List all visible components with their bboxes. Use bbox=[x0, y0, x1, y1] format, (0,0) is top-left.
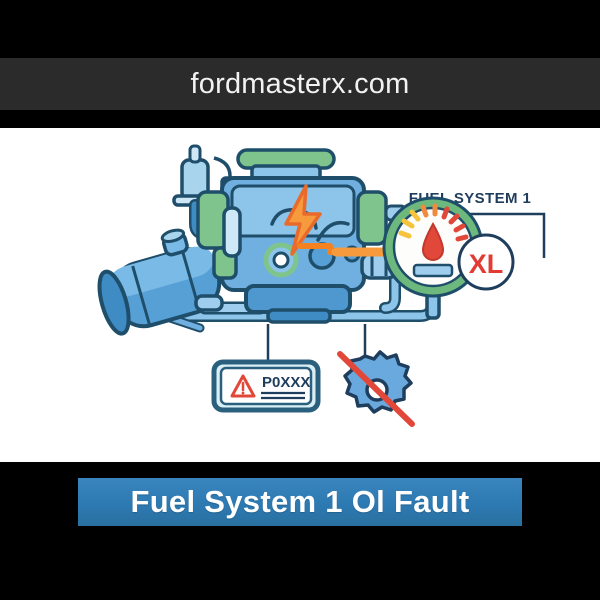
fault-title-text: Fuel System 1 Ol Fault bbox=[130, 484, 470, 519]
fault-code-box: P0XXX bbox=[211, 359, 321, 413]
xl-badge: XL bbox=[457, 233, 515, 291]
fuel-system-diagram: FUEL SYSTEM 1 bbox=[97, 144, 546, 427]
xl-badge-text: XL bbox=[469, 249, 504, 279]
site-name-band: fordmasterx.com bbox=[0, 58, 600, 110]
red-strike-line bbox=[337, 351, 415, 427]
fault-code-text: P0XXX bbox=[262, 374, 310, 391]
lightning-bolt-icon bbox=[284, 184, 322, 256]
illustration-panel: FUEL SYSTEM 1 bbox=[0, 128, 600, 462]
fault-title-banner: Fuel System 1 Ol Fault bbox=[78, 478, 522, 526]
fuel-pressure-gauge bbox=[382, 196, 484, 320]
site-name-text: fordmasterx.com bbox=[190, 67, 410, 100]
gauge-needle-droplet bbox=[421, 221, 445, 261]
gear-icon bbox=[343, 350, 413, 414]
connector-lines bbox=[266, 324, 367, 360]
gauge-scale-ticks bbox=[398, 203, 469, 242]
fuel-tank bbox=[97, 228, 224, 336]
engine-block bbox=[196, 148, 408, 324]
